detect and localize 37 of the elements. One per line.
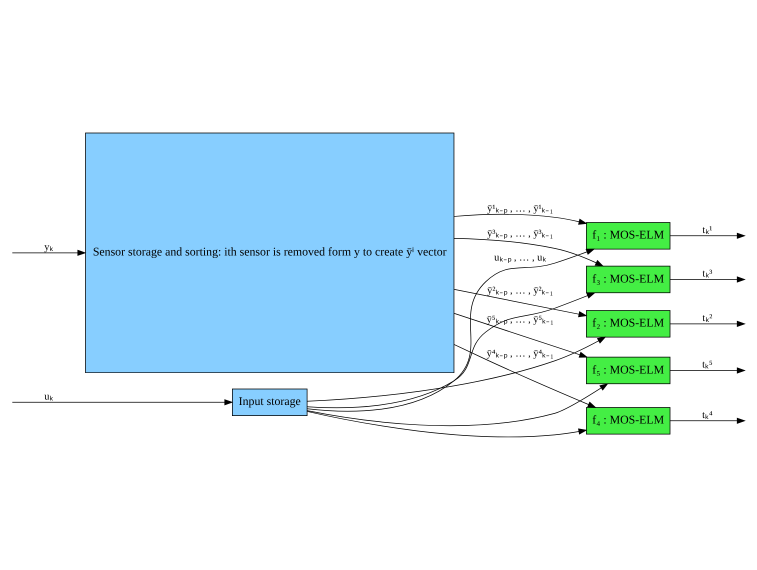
arrow [306, 411, 588, 438]
node-box: f₂ : MOS-ELM [586, 310, 670, 338]
edge-label: uₖ [44, 391, 54, 402]
edge-label: ȳ⁴ₖ₋ₚ , … , ȳ⁴ₖ₋₁ [486, 348, 554, 360]
edge-label: tₖ³ [702, 268, 712, 280]
edge-label: tₖ² [702, 313, 712, 324]
edge-label: ȳ¹ₖ₋ₚ , … , ȳ¹ₖ₋₁ [487, 204, 554, 215]
edge-label: tₖ⁴ [702, 410, 713, 421]
edge-label: tₖ¹ [702, 224, 712, 236]
node-box: Sensor storage and sorting: ith sensor is removed form y to create ȳⁱ vector [85, 132, 454, 374]
edge-label: ȳ⁵ₖ₋ₚ , … , ȳ⁵ₖ₋₁ [486, 314, 554, 326]
arrow [12, 399, 234, 406]
arrow [306, 336, 606, 402]
arrow [306, 292, 596, 408]
arrow [454, 238, 604, 267]
node-box: Input storage [232, 388, 308, 416]
edge-label: uₖ₋ₚ , … , uₖ [494, 252, 546, 264]
node-box: f₅ : MOS-ELM [586, 356, 670, 384]
node-box: f₁ : MOS-ELM [586, 222, 670, 250]
arrow [670, 367, 746, 374]
arrow [670, 320, 746, 327]
arrow [454, 214, 588, 225]
arrow [670, 232, 746, 239]
arrow [670, 276, 746, 283]
node-box: f₄ : MOS-ELM [586, 407, 670, 434]
edge-label: tₖ⁵ [702, 360, 713, 371]
edge-label: ȳ³ₖ₋ₚ , … , ȳ³ₖ₋₁ [487, 228, 554, 240]
arrow [670, 418, 746, 424]
arrow [306, 248, 596, 412]
node-box: f₃ : MOS-ELM [586, 266, 670, 294]
arrow [12, 250, 86, 256]
arrow [454, 344, 597, 408]
arrow [454, 289, 588, 318]
edge-label: yₖ [44, 242, 54, 254]
arrow [454, 313, 588, 358]
edge-label: ȳ²ₖ₋ₚ , … , ȳ²ₖ₋₁ [487, 286, 554, 297]
arrow [306, 383, 608, 426]
